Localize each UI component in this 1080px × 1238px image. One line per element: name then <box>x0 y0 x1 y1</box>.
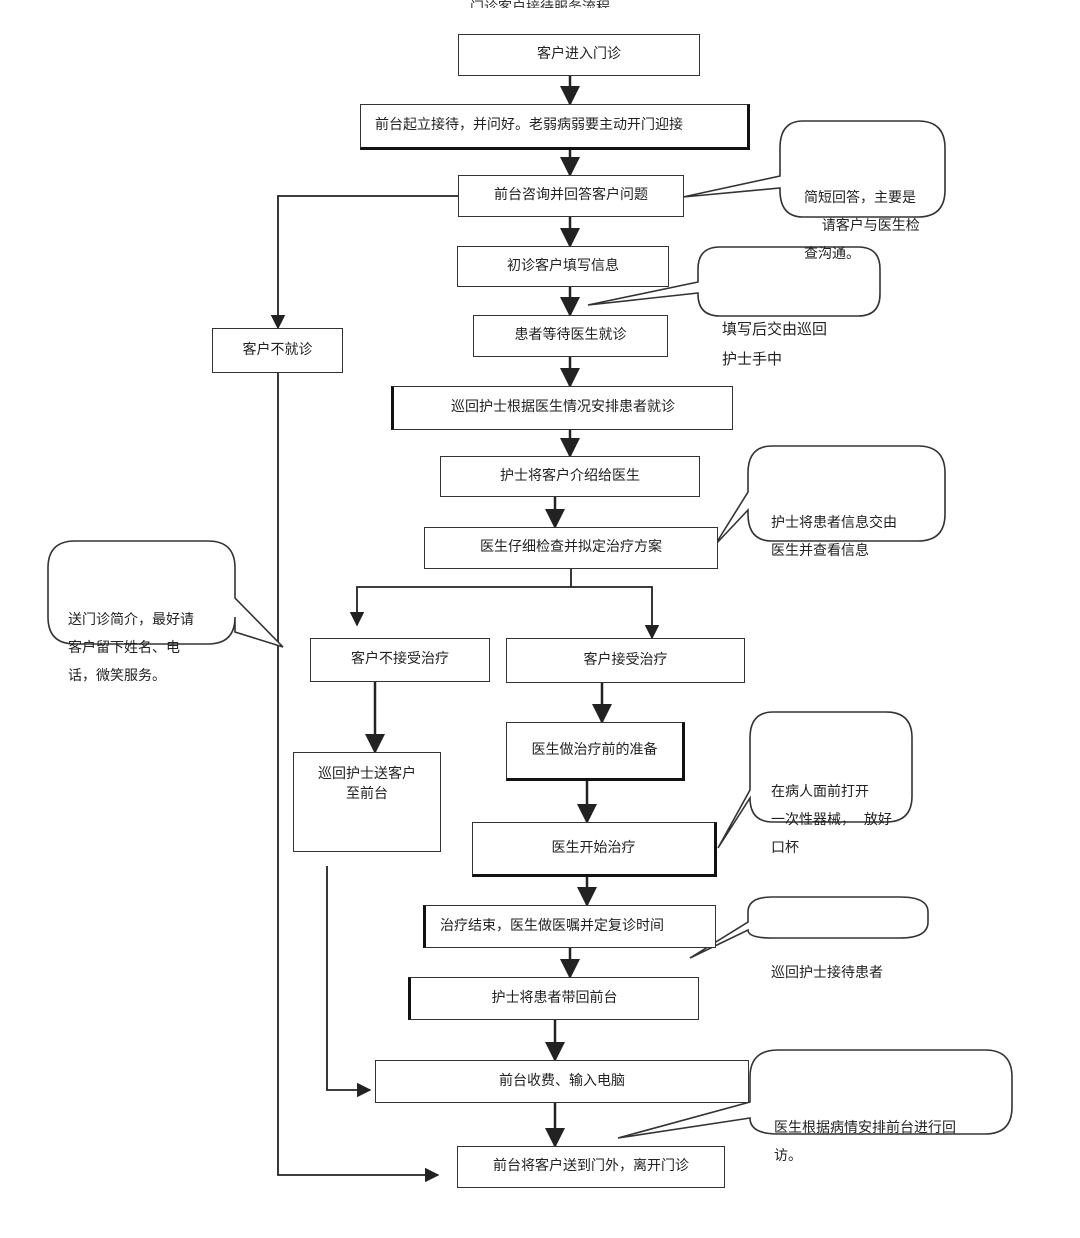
callout-disposable <box>717 711 913 849</box>
note-intro-leaflet-line-1: 送门诊简介，最好请 <box>68 612 194 628</box>
node-end: 治疗结束，医生做医嘱并定复诊时间 <box>423 905 716 948</box>
note-hand-over-line-2: 护士手中 <box>722 350 783 368</box>
note-revisit-line-2: 访。 <box>774 1148 802 1164</box>
node-prepare: 医生做治疗前的准备 <box>506 722 685 781</box>
note-disposable-line-3: 口杯 <box>771 840 799 856</box>
node-start: 医生开始治疗 <box>472 822 717 877</box>
node-escort-line-2: 至前台 <box>346 785 388 802</box>
note-brief-answer-line-1: 简短回答，主要是 <box>804 190 916 206</box>
connector-split-notaccept <box>349 586 571 627</box>
note-brief-answer-line-2: 请客户与医生检 <box>804 218 920 234</box>
note-info-doctor-line-2: 医生并查看信息 <box>771 543 869 559</box>
connector-escort-charge <box>326 866 372 1098</box>
connector-split-accept <box>571 586 660 640</box>
node-enter: 客户进入门诊 <box>458 34 700 76</box>
callout-receive <box>689 896 929 959</box>
node-leave: 前台将客户送到门外，离开门诊 <box>457 1146 725 1188</box>
note-revisit: 医生根据病情安排前台进行回访。 <box>774 1058 956 1198</box>
note-intro-leaflet: 送门诊简介，最好请客户留下姓名、电话，微笑服务。 <box>68 550 194 718</box>
node-fill-info: 初诊客户填写信息 <box>457 246 669 287</box>
note-disposable: 在病人面前打开一次性器械， 放好口杯 <box>771 722 892 890</box>
note-revisit-line-1: 医生根据病情安排前台进行回 <box>774 1120 956 1136</box>
note-info-doctor-line-1: 护士将患者信息交由 <box>771 515 897 531</box>
callout-intro-leaflet <box>47 540 284 648</box>
node-escort-line-1: 巡回护士送客户 <box>318 766 416 782</box>
page-title: 门诊客户接待服务流程 <box>470 0 610 8</box>
callout-info-doctor <box>714 445 946 546</box>
node-back: 护士将患者带回前台 <box>408 977 699 1020</box>
note-disposable-line-2: 一次性器械， 放好 <box>771 812 892 828</box>
node-consult: 前台咨询并回答客户问题 <box>458 175 684 217</box>
note-brief-answer: 简短回答，主要是 请客户与医生检查沟通。 <box>804 128 920 296</box>
note-hand-over: 填写后交由巡回护士手中 <box>722 254 827 404</box>
note-intro-leaflet-line-2: 客户留下姓名、电 <box>68 640 180 656</box>
note-brief-answer-line-3: 查沟通。 <box>804 246 860 262</box>
node-examine: 医生仔细检查并拟定治疗方案 <box>424 527 718 569</box>
note-receive-line-1: 巡回护士接待患者 <box>771 965 883 981</box>
connector-notvisit-leave <box>277 373 440 1183</box>
callout-revisit <box>617 1049 1013 1139</box>
note-intro-leaflet-line-3: 话，微笑服务。 <box>68 668 166 684</box>
node-not-visit: 客户不就诊 <box>212 328 343 373</box>
node-introduce: 护士将客户介绍给医生 <box>440 456 700 497</box>
node-escort: 巡回护士送客户 至前台 <box>293 752 441 852</box>
note-receive: 巡回护士接待患者 <box>771 903 883 1015</box>
connector-consult-notvisit <box>270 195 459 330</box>
note-disposable-line-1: 在病人面前打开 <box>771 784 869 800</box>
note-info-doctor: 护士将患者信息交由医生并查看信息 <box>771 453 897 593</box>
node-not-accept: 客户不接受治疗 <box>310 638 490 682</box>
node-wait: 患者等待医生就诊 <box>473 315 668 357</box>
node-arrange: 巡回护士根据医生情况安排患者就诊 <box>391 386 733 430</box>
node-charge: 前台收费、输入电脑 <box>375 1060 749 1103</box>
node-greet: 前台起立接待，并问好。老弱病弱要主动开门迎接 <box>360 104 750 150</box>
node-accept: 客户接受治疗 <box>506 638 745 683</box>
callout-hand-over <box>587 246 881 317</box>
note-hand-over-line-1: 填写后交由巡回 <box>722 320 828 338</box>
callout-brief-answer <box>682 120 946 218</box>
